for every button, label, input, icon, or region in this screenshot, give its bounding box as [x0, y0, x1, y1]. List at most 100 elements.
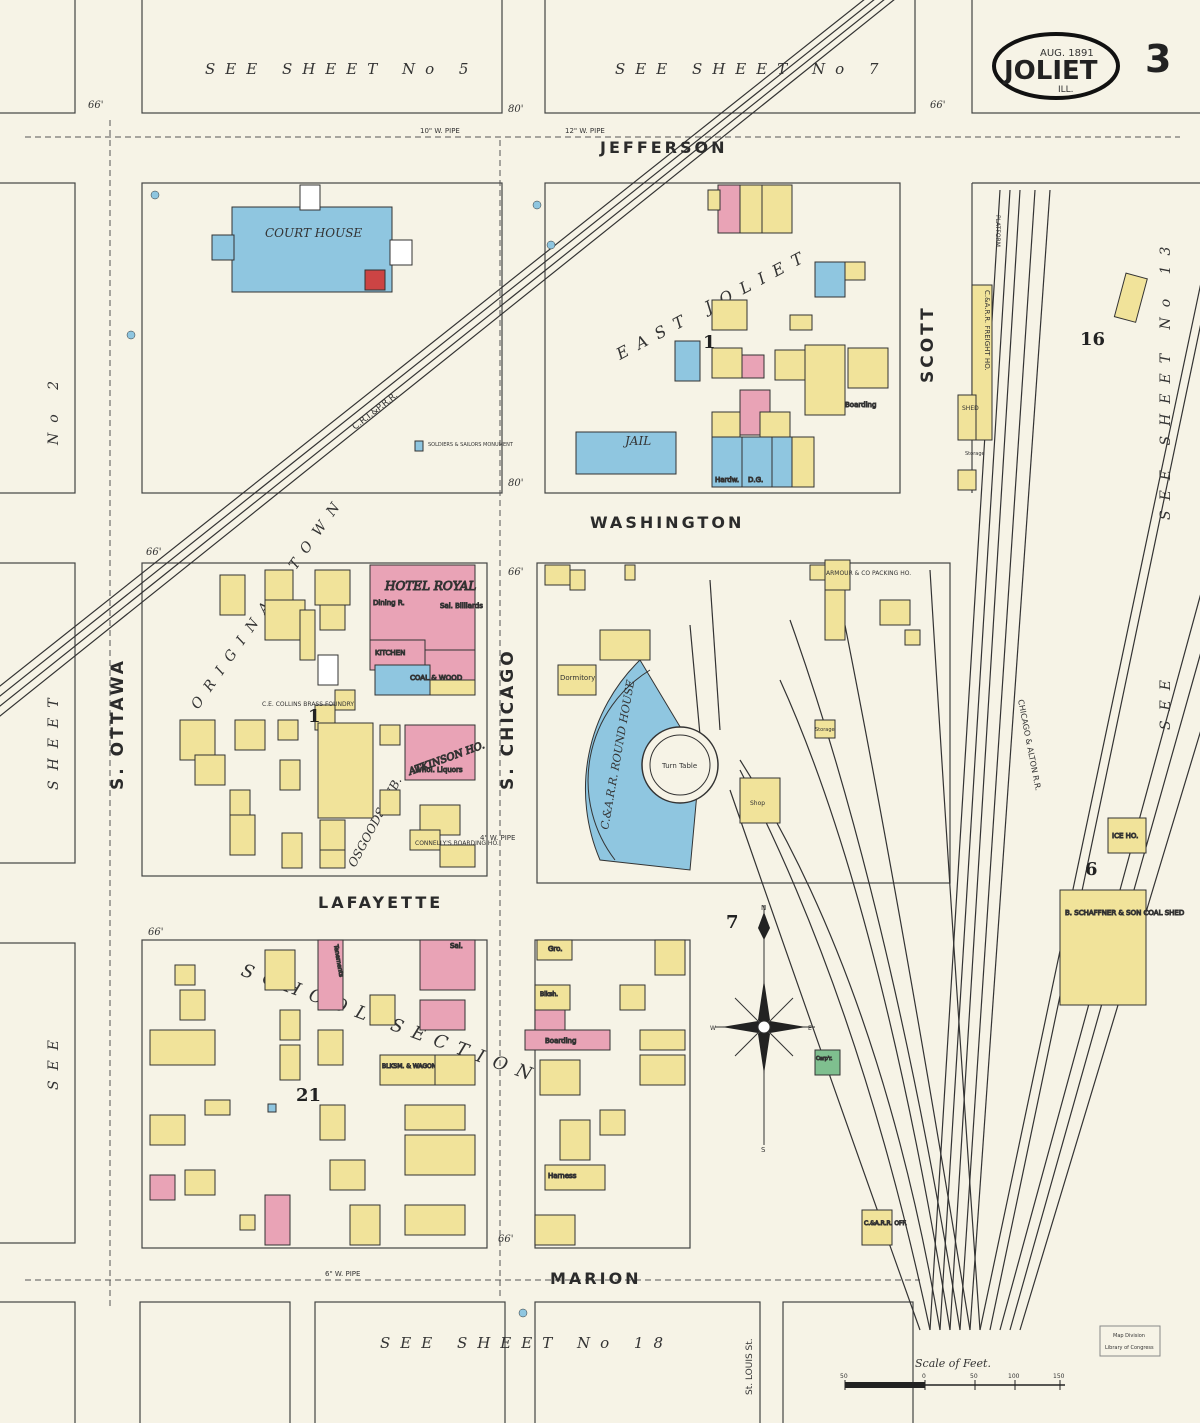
dg-label: D.G. — [748, 476, 763, 484]
see-sheet-right: SEE SHEET No 13 — [1158, 237, 1174, 520]
blksm-wagon-label: BLKSM. & WAGON SHOP — [382, 1063, 455, 1070]
street-scott: SCOTT — [918, 305, 938, 383]
see-sheet-right-lower: SEE — [1158, 670, 1174, 730]
pipe-label-2: 12" W. PIPE — [565, 127, 605, 135]
coal-wood-label: COAL & WOOD — [410, 674, 462, 682]
street-lafayette: LAFAYETTE — [318, 893, 443, 912]
connellys-label: CONNELLY'S BOARDING HO. — [415, 840, 499, 847]
compass-s: S — [761, 1146, 766, 1154]
block-number-6: 6 — [1085, 859, 1098, 880]
pipe-label-1: 10" W. PIPE — [420, 127, 460, 135]
block-number-16: 16 — [1080, 329, 1105, 350]
scale-tick-1: 0 — [922, 1373, 926, 1380]
scale-tick-0: 50 — [840, 1373, 848, 1380]
see-sheet-bottom: SEE SHEET No 18 — [380, 1334, 673, 1352]
see-sheet-left-no: No 2 — [46, 371, 62, 446]
title-block: AUG. 1891 JOLIET ILL. 3 — [992, 32, 1171, 100]
width-3: 66' — [930, 100, 945, 111]
gro-label: Gro. — [548, 945, 563, 953]
hotel-royal: HOTEL ROYAL Dining R. Sal. Billiards KIT… — [369, 564, 484, 696]
billiards-label: Sal. Billiards — [440, 602, 483, 610]
pipe-label-4: 4" W. PIPE — [480, 834, 515, 842]
title-state: ILL. — [1058, 85, 1074, 95]
library-stamp: Map Division Library of Congress — [1099, 1325, 1161, 1357]
block-number-21: 21 — [296, 1085, 321, 1106]
see-sheet-top-right: SEE SHEET No 7 — [615, 60, 888, 78]
stamp-line-1: Map Division — [1113, 1333, 1145, 1339]
boarding-label-2: Boarding — [845, 401, 876, 409]
stamp-line-2: Library of Congress — [1105, 1345, 1154, 1351]
see-sheet-top-left: SEE SHEET No 5 — [205, 60, 478, 78]
street-jefferson: JEFFERSON — [599, 138, 728, 157]
scale-bar: Scale of Feet. 50 0 50 100 150 — [840, 1357, 1065, 1390]
schaffner-coal-shed: ICE HO. B. SCHAFFNER & SON COAL SHED — [1059, 817, 1185, 1006]
pipe-label-3: 6" W. PIPE — [325, 1270, 360, 1278]
round-house: Turn Table C.&A.R.R. ROUND HOUSE — [584, 659, 719, 871]
width-1: 66' — [88, 100, 103, 111]
freight-label: C.&A.R.R. FREIGHT HO. — [983, 290, 991, 371]
sheet-number: 3 — [1145, 37, 1171, 81]
storage2-label: Storage — [815, 727, 835, 733]
width-7: 66' — [148, 927, 163, 938]
carr-off-label: C.&A.R.R. OFF. — [864, 1220, 907, 1227]
schaffner-label: B. SCHAFFNER & SON COAL SHED — [1065, 909, 1184, 917]
scale-label: Scale of Feet. — [915, 1357, 991, 1370]
original-town-buildings — [179, 569, 476, 869]
scale-tick-3: 100 — [1008, 1373, 1020, 1380]
block-number-7: 7 — [726, 912, 739, 933]
width-8: 66' — [498, 1234, 513, 1245]
blksh-label: Blksh. — [540, 991, 558, 998]
street-s-chicago: S. CHICAGO — [498, 648, 518, 790]
compass-n: N — [761, 904, 766, 912]
court-house-label: COURT HOUSE — [265, 226, 362, 240]
freight-house: C.&A.R.R. FREIGHT HO. PLATFORM SHED Stor… — [957, 215, 1148, 491]
compass-w: W — [710, 1025, 716, 1032]
sal-label: Sal. — [450, 942, 463, 950]
atkinson-house: ATKINSON HO. Whol. Liquors — [404, 724, 487, 781]
compass-rose: N S E W — [710, 904, 815, 1154]
street-washington: WASHINGTON — [590, 513, 744, 532]
title-city: JOLIET — [1002, 56, 1098, 86]
see-sheet-left: SHEET — [46, 688, 62, 790]
school-east-buildings: Harness Boarding Gro. Blksh. Carp'r. C.&… — [524, 939, 907, 1246]
shop-label: Shop — [750, 800, 765, 807]
shed-label: SHED — [962, 405, 979, 412]
width-5: 66' — [146, 547, 161, 558]
alton-railroad-tracks — [689, 189, 1200, 1331]
cri-railroad — [0, 0, 895, 717]
hardw-label: Hardw. — [715, 476, 739, 484]
collins-label: C.E. COLLINS BRASS FOUNDRY — [262, 701, 354, 708]
platform-label: PLATFORM — [994, 215, 1001, 247]
armour-label: ARMOUR & CO PACKING HO. — [826, 570, 911, 577]
scale-tick-4: 150 — [1053, 1373, 1065, 1380]
see-sheet-left-lower: SEE — [46, 1030, 62, 1090]
water-pipes — [25, 120, 1180, 1310]
dining-label: Dining R. — [373, 599, 405, 607]
monument: SOLDIERS & SAILORS MONUMENT — [414, 440, 514, 452]
title-date: AUG. 1891 — [1040, 48, 1094, 59]
hydrants — [126, 190, 556, 1318]
ice-ho-label: ICE HO. — [1112, 832, 1138, 840]
width-2: 80' — [508, 104, 523, 115]
block-number-1: 1 — [703, 332, 716, 353]
school-section-buildings: Tenements Sal. BLKSM. & WAGON SHOP — [149, 939, 476, 1246]
width-4: 80' — [508, 478, 523, 489]
east-joliet-buildings: Hardw. D.G. Boarding — [707, 184, 889, 488]
liquors-label: Whol. Liquors — [415, 766, 463, 774]
kitchen-label: KITCHEN — [375, 649, 405, 657]
street-st-louis: St. LOUIS St. — [745, 1338, 755, 1395]
boarding-label: Boarding — [545, 1037, 576, 1045]
scale-tick-2: 50 — [970, 1373, 978, 1380]
jail-label: JAIL — [622, 434, 651, 448]
block-number-1b: 1 — [308, 706, 321, 727]
storage-label: Storage — [965, 451, 985, 457]
dormitory-label: Dormitory — [560, 674, 595, 682]
hotel-royal-label: HOTEL ROYAL — [384, 579, 476, 593]
jail: JAIL — [575, 340, 701, 475]
street-marion: MARION — [550, 1269, 642, 1288]
roundhouse-area-buildings — [544, 559, 921, 824]
harness-label: Harness — [548, 1172, 577, 1180]
